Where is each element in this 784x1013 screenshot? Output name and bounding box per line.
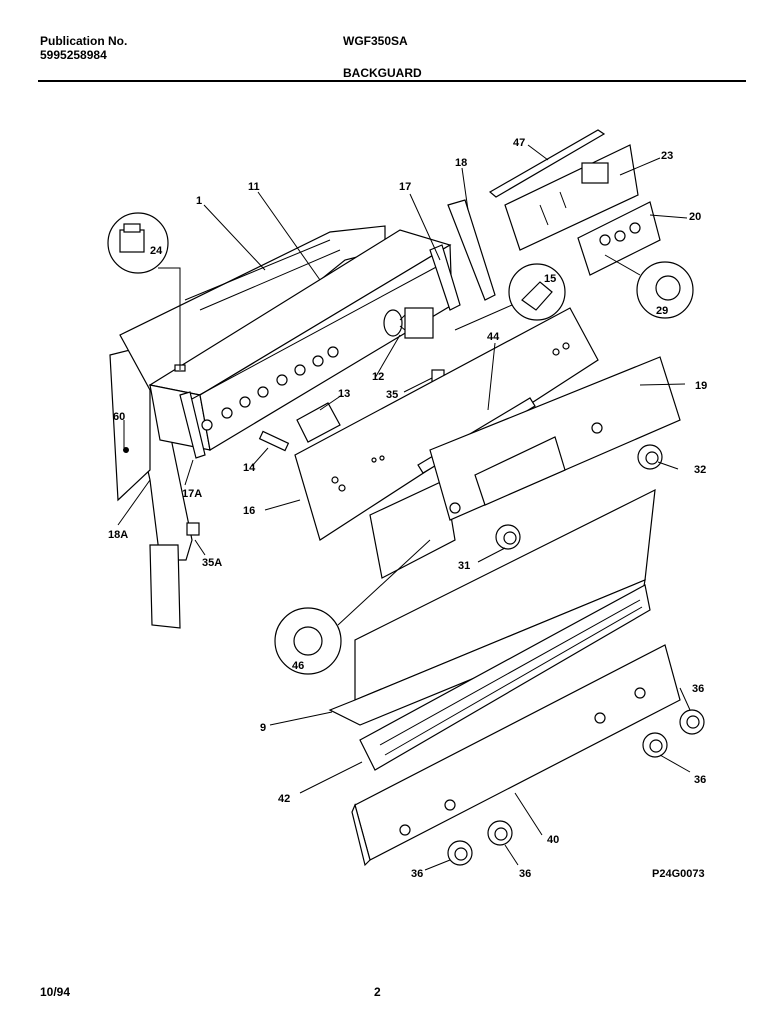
callout-46: 46 [292,660,304,672]
part-47-strip [488,129,606,198]
part-36-knob-b [642,732,668,758]
part-40-lower-panel [351,644,681,867]
part-14-element [258,430,290,452]
callout-12: 12 [372,371,384,383]
callout-31: 31 [458,560,470,572]
part-36-knob-d [447,840,473,866]
callout-17: 17 [399,181,411,193]
callout-47: 47 [513,137,525,149]
header-rule [38,80,746,82]
part-11-backguard-housing [148,229,453,451]
leader-lines [117,144,691,871]
part-35a-clip [186,522,200,536]
callout-44: 44 [487,331,500,343]
callout-32: 32 [694,464,706,476]
callout-20: 20 [689,211,701,223]
part-12-switch [383,307,434,339]
part-16-panel [294,307,599,541]
part-29-detail-knob [604,254,694,319]
callout-16: 16 [243,505,255,517]
callout-15: 15 [544,273,556,285]
part-board [369,479,456,579]
publication-number: 5995258984 [40,48,107,62]
part-20-control-board [577,201,661,276]
footer-page-number: 2 [374,985,381,999]
callout-24: 24 [150,245,163,257]
callout-18: 18 [455,157,467,169]
part-18-bracket [447,199,496,301]
part-24-detail-switch [107,212,181,370]
callout-42: 42 [278,793,290,805]
callout-13: 13 [338,388,350,400]
part-31-knob [495,524,521,550]
part-32-knob [637,444,663,470]
callout-36-c: 36 [411,868,423,880]
callout-18a: 18A [108,529,128,541]
callout-35a: 35A [202,557,222,569]
callout-36-d: 36 [519,868,531,880]
part-36-knob-a [679,709,705,735]
callout-40: 40 [547,834,559,846]
callout-60: 60 [113,411,125,423]
callout-labels: 1 11 17 18 47 23 20 24 15 29 44 12 35 19… [108,137,707,880]
callout-17a: 17A [182,488,202,500]
part-17-channel [429,244,461,311]
section-title: BACKGUARD [343,66,422,80]
callout-23: 23 [661,150,673,162]
part-36-knob-c [487,820,513,846]
part-42-vent [359,584,651,771]
part-46-detail-knob [274,539,431,675]
callout-36-a: 36 [692,683,704,695]
callout-35: 35 [386,389,398,401]
callout-36-b: 36 [694,774,706,786]
callout-29: 29 [656,305,668,317]
part-23-circuit-board [504,144,639,251]
publication-label: Publication No. [40,34,128,48]
callout-19: 19 [695,380,707,392]
part-15-detail-clip [454,263,566,331]
callout-14: 14 [243,462,256,474]
callout-9: 9 [260,722,266,734]
part-13-switch-block [296,402,341,443]
part-17a-strip [179,391,206,459]
footer-date: 10/94 [40,985,71,999]
callout-1: 1 [196,195,202,207]
callout-11: 11 [248,181,260,193]
drawing-code: P24G0073 [652,868,705,880]
part-19-control-panel [429,356,681,521]
model-number: WGF350SA [343,34,408,48]
